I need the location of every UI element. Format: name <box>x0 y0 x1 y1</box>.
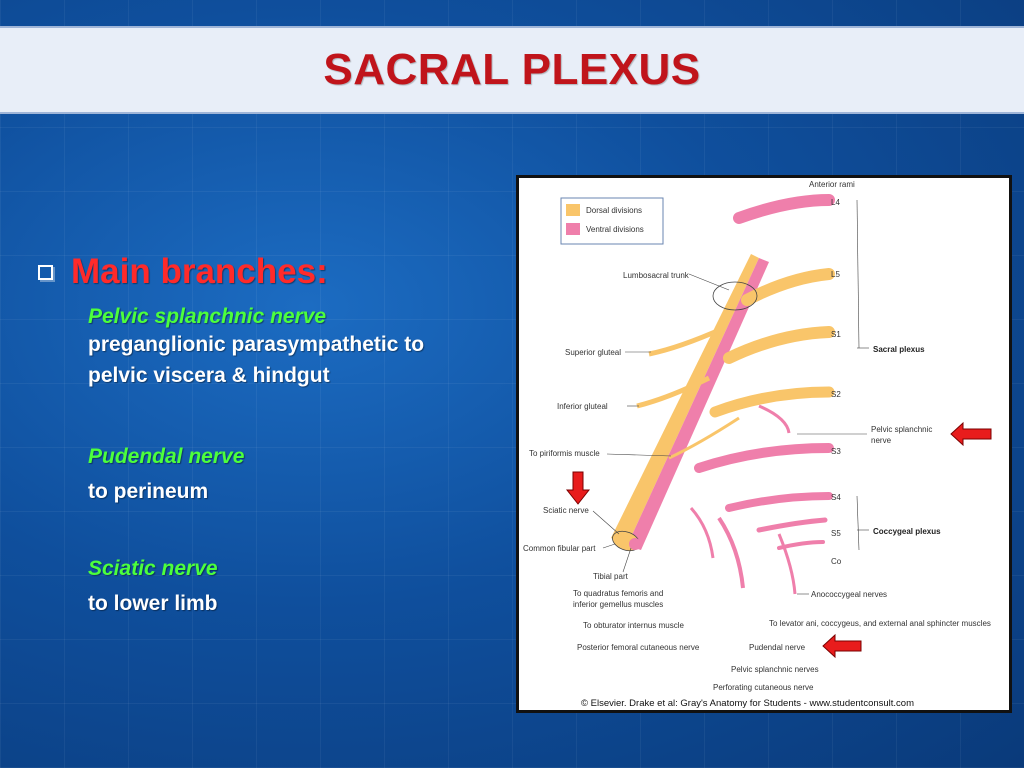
arrow-left-icon <box>822 633 862 659</box>
inferior-gluteal-branch <box>636 375 711 409</box>
sciatic-item: Sciatic nerve to lower limb <box>88 557 488 619</box>
label-quadratus-2: inferior gemellus muscles <box>573 600 663 609</box>
ramus-s5 <box>756 517 828 533</box>
label-l4: L4 <box>831 198 840 207</box>
piriformis-branch <box>668 416 740 460</box>
arrow-left-icon <box>950 421 992 447</box>
nerve-description: to perineum <box>88 480 209 503</box>
label-post-femoral: Posterior femoral cutaneous nerve <box>577 643 700 652</box>
legend-ventral: Ventral divisions <box>586 225 644 234</box>
label-pelvic-splanchnic-right-1: Pelvic splanchnic <box>871 425 932 434</box>
label-quadratus-1: To quadratus femoris and <box>573 589 663 598</box>
label-inferior-gluteal: Inferior gluteal <box>557 402 608 411</box>
label-coccygeal-plexus: Coccygeal plexus <box>873 527 941 536</box>
ramus-s1 <box>723 326 835 364</box>
post-femoral-branch <box>689 506 715 559</box>
ramus-s3 <box>694 443 834 473</box>
arrow-down-icon <box>565 471 591 505</box>
label-to-piriformis: To piriformis muscle <box>529 449 600 458</box>
sciatic-ventral-shape <box>627 258 769 550</box>
ramus-l5 <box>741 268 835 306</box>
pelvic-splanchnic-item: Pelvic splanchnic nerve preganglionic pa… <box>88 305 488 391</box>
label-s5: S5 <box>831 529 841 538</box>
nerve-name: Pelvic splanchnic nerve <box>88 305 327 328</box>
label-s3: S3 <box>831 447 841 456</box>
label-perforating: Perforating cutaneous nerve <box>713 683 814 692</box>
anococcygeal-branch <box>777 533 797 595</box>
label-pelvic-splanchnic-bottom: Pelvic splanchnic nerves <box>731 665 819 674</box>
sciatic-tibial-end <box>629 538 641 550</box>
pudendal-item: Pudendal nerve to perineum <box>88 445 488 507</box>
nerve-name: Pudendal nerve <box>88 445 245 468</box>
label-l5: L5 <box>831 270 840 279</box>
main-branches-bullet: Main branches: <box>38 252 328 292</box>
label-levator: To levator ani, coccygeus, and external … <box>769 619 991 628</box>
label-s1: S1 <box>831 330 841 339</box>
label-pudendal: Pudendal nerve <box>749 643 806 652</box>
pelvic-splanchnic-branch <box>758 404 791 434</box>
superior-gluteal-branch <box>648 325 726 357</box>
label-obturator-internus: To obturator internus muscle <box>583 621 684 630</box>
ventral-swatch <box>566 223 580 235</box>
nerve-name: Sciatic nerve <box>88 557 218 580</box>
label-anterior-rami: Anterior rami <box>809 180 855 189</box>
sacral-plexus-figure: Dorsal divisions Ventral divisions <box>516 175 1012 713</box>
nerve-description: to lower limb <box>88 592 218 615</box>
leader-lines <box>592 199 869 595</box>
pudendal-branch <box>717 516 745 589</box>
label-superior-gluteal: Superior gluteal <box>565 348 621 357</box>
lumbosacral-marker <box>712 281 758 311</box>
legend-dorsal: Dorsal divisions <box>586 206 642 215</box>
credit-line: © Elsevier. Drake et al: Gray's Anatomy … <box>581 698 914 709</box>
label-tibial-part: Tibial part <box>593 572 629 581</box>
label-pelvic-splanchnic-right-2: nerve <box>871 436 892 445</box>
label-s2: S2 <box>831 390 841 399</box>
label-sciatic-nerve: Sciatic nerve <box>543 506 589 515</box>
ramus-s4 <box>725 492 833 512</box>
sacral-plexus-diagram: Dorsal divisions Ventral divisions <box>523 180 992 709</box>
label-co: Co <box>831 557 842 566</box>
nerve-description: preganglionic parasympathetic to pelvic … <box>88 333 425 387</box>
main-branches-heading: Main branches: <box>71 252 328 291</box>
ramus-l4 <box>733 194 835 224</box>
label-anococcygeal: Anococcygeal nerves <box>811 590 887 599</box>
label-common-fibular: Common fibular part <box>523 544 596 553</box>
label-sacral-plexus: Sacral plexus <box>873 345 925 354</box>
label-s4: S4 <box>831 493 841 502</box>
title-bar: SACRAL PLEXUS <box>0 26 1024 114</box>
ramus-s2 <box>709 386 835 418</box>
dorsal-swatch <box>566 204 580 216</box>
label-lumbosacral-trunk: Lumbosacral trunk <box>623 271 690 280</box>
slide-title: SACRAL PLEXUS <box>323 45 701 94</box>
checkbox-bullet-icon <box>38 264 53 280</box>
